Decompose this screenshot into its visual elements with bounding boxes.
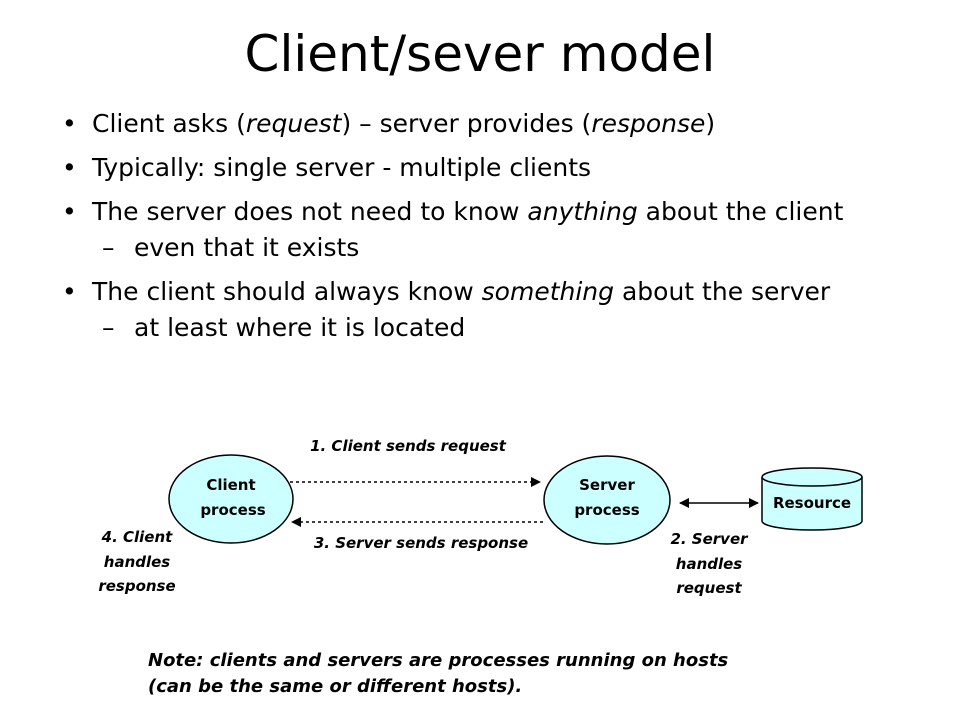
bullet-request-response: • Client asks (request) – server provide…: [62, 108, 922, 140]
bullet-client-knowledge: • The client should always know somethin…: [62, 276, 922, 308]
footnote-line: Note: clients and servers are processes …: [148, 650, 729, 671]
resource-cylinder: [761, 467, 863, 531]
client-node-label: process: [200, 501, 265, 519]
bullet-emphasis: something: [481, 277, 615, 306]
bullet-list: • Client asks (request) – server provide…: [62, 108, 922, 356]
step-4-label: handles: [104, 553, 171, 571]
bullet-dot: •: [62, 277, 77, 306]
bullet-text: ) – server provides (: [341, 109, 592, 138]
client-process-node: [168, 454, 294, 544]
resource-label: Resource: [773, 494, 851, 512]
step-3-label: 3. Server sends response: [314, 534, 528, 552]
server-node-label: process: [574, 501, 639, 519]
client-node-label: Client: [206, 476, 255, 494]
bullet-emphasis: response: [591, 109, 706, 138]
step-2-label: request: [676, 579, 742, 597]
slide-title: Client/sever model: [244, 25, 716, 83]
footnote-line: (can be the same or different hosts).: [148, 676, 523, 697]
server-node-label: Server: [579, 476, 635, 494]
bullet-dot: •: [62, 109, 77, 138]
bullet-emphasis: request: [245, 109, 342, 138]
bullet-text: The client should always know: [92, 277, 482, 306]
sub-bullet-exists: – even that it exists: [62, 232, 922, 264]
bullet-text: Typically: single server - multiple clie…: [92, 153, 592, 182]
step-1-label: 1. Client sends request: [310, 437, 507, 455]
bullet-emphasis: anything: [527, 197, 638, 226]
bullet-text: about the server: [614, 277, 831, 306]
bullet-text: about the client: [637, 197, 844, 226]
bullet-text: at least where it is located: [134, 313, 466, 342]
bullet-dash: –: [102, 313, 115, 342]
step-4-label: 4. Client: [101, 528, 174, 546]
footnote: Note: clients and servers are processes …: [148, 648, 848, 700]
sub-bullet-located: – at least where it is located: [62, 312, 922, 344]
step-2-label: 2. Server: [670, 530, 749, 548]
step-4-label: response: [98, 577, 175, 595]
bullet-server-knowledge: • The server does not need to know anyth…: [62, 196, 922, 228]
bullet-dot: •: [62, 153, 77, 182]
bullet-dash: –: [102, 233, 115, 262]
bullet-text: ): [705, 109, 716, 138]
bullet-text: The server does not need to know: [92, 197, 528, 226]
server-process-node: [543, 455, 671, 545]
bullet-text: Client asks (: [92, 109, 246, 138]
step-2-label: handles: [676, 555, 743, 573]
bullet-single-server: • Typically: single server - multiple cl…: [62, 152, 922, 184]
bullet-dot: •: [62, 197, 77, 226]
bullet-text: even that it exists: [134, 233, 360, 262]
